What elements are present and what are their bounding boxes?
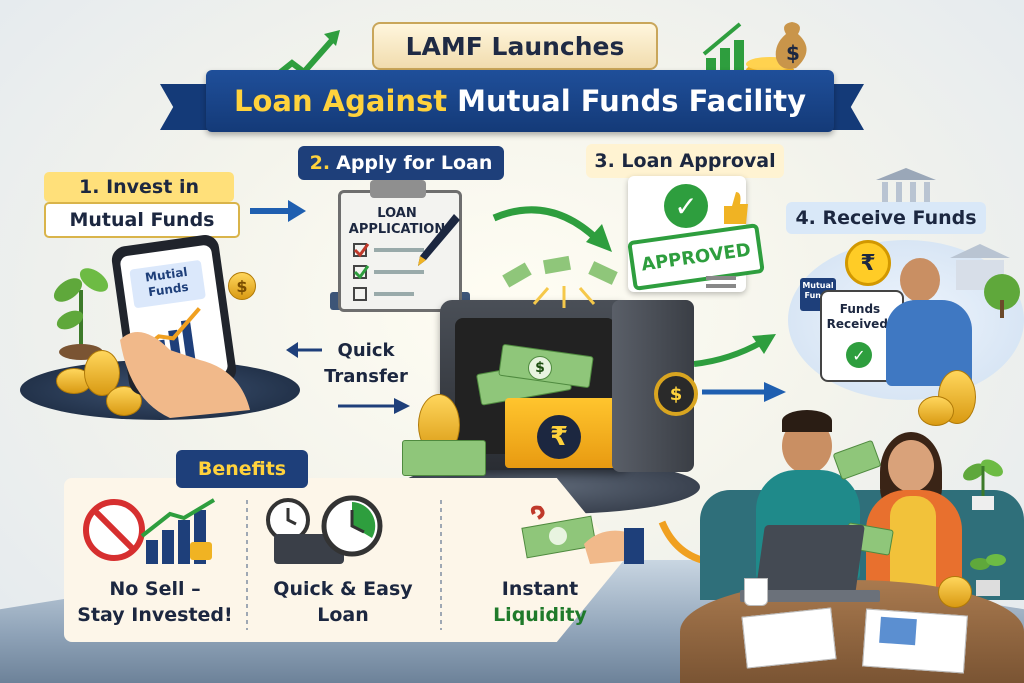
- benefit-1-line2: Stay Invested!: [77, 604, 233, 626]
- flying-cash-icon: [502, 255, 618, 308]
- rupee-icon: ₹: [537, 415, 581, 459]
- title-highlight: Loan Against: [233, 84, 448, 118]
- hand-holding-phone: [120, 332, 250, 418]
- clipboard-clip: [370, 180, 426, 198]
- cash-hand-icon: [521, 505, 644, 564]
- pen-icon: [418, 214, 460, 266]
- small-plant: [968, 546, 1008, 596]
- benefit-divider: [246, 500, 248, 630]
- title-top-label: LAMF Launches: [372, 22, 658, 70]
- coin-stack: [918, 396, 954, 426]
- card-line: [706, 284, 736, 288]
- step1-label-line1: 1. Invest in: [44, 172, 234, 202]
- man-hair: [782, 410, 832, 432]
- step1-label-line2: Mutual Funds: [44, 202, 240, 238]
- step4-label: 4. Receive Funds: [786, 202, 986, 234]
- step2-label: 2. Apply for Loan: [298, 146, 504, 180]
- green-curved-arrow-icon: [492, 206, 612, 252]
- step2-text: Apply for Loan: [336, 152, 493, 174]
- blue-arrow-right-icon: [702, 382, 786, 402]
- document-chart: [879, 616, 917, 646]
- house-plant-icon: [963, 459, 1003, 510]
- woman-face: [888, 440, 934, 492]
- thumbs-up-icon: [724, 192, 748, 224]
- money-bag-coins-icon: $: [702, 22, 807, 77]
- benefit-2-line1: Quick & Easy: [273, 578, 413, 600]
- card-line: [706, 276, 736, 280]
- plant-icon: [53, 268, 109, 360]
- benefits-tag: Benefits: [176, 450, 308, 488]
- cash-bundle: [402, 440, 486, 476]
- step2-number: 2.: [309, 152, 331, 174]
- main-title-banner: Loan Against Mutual Funds Facility: [206, 70, 834, 132]
- approval-check-icon: ✓: [664, 184, 708, 228]
- arrow-left-icon: [286, 342, 322, 358]
- quick-transfer-label: Quick Transfer: [324, 340, 408, 387]
- arrow-right-icon: [250, 200, 306, 222]
- cash-dollar-icon: $: [528, 356, 552, 380]
- clock-calculator-icon: [266, 495, 383, 564]
- cash-fan: [832, 439, 882, 481]
- rupee-coin-icon: ₹: [845, 240, 891, 286]
- funds-received-text: Funds Received!: [826, 302, 894, 331]
- loan-application-text: LOAN APPLICATION: [348, 206, 446, 237]
- coin-stack: [938, 576, 972, 608]
- document-sheet: [741, 607, 837, 669]
- dollar-coin-icon: $: [228, 272, 256, 300]
- laptop: [755, 525, 865, 595]
- benefit-2-line2: Loan: [317, 604, 369, 626]
- laptop-base: [740, 590, 880, 602]
- benefit-1-line1: No Sell –: [109, 578, 201, 600]
- man-head: [900, 258, 940, 302]
- coffee-cup-icon: [744, 578, 768, 606]
- green-arrow-to-receive-icon: [693, 334, 776, 367]
- title-rest: Mutual Funds Facility: [457, 84, 807, 118]
- benefit-3-line1: Instant: [501, 578, 579, 600]
- bank-tree-icon: [950, 244, 1020, 318]
- benefit-divider: [440, 500, 442, 630]
- benefit-3-line2: Liquidity: [493, 604, 587, 626]
- woman-top: [890, 496, 936, 590]
- svg-text:$: $: [786, 41, 800, 65]
- step3-label: 3. Loan Approval: [586, 144, 784, 178]
- safe-dial-icon: $: [654, 372, 698, 416]
- benefits-tag-text: Benefits: [197, 458, 287, 480]
- checklist-icon: [353, 243, 424, 301]
- received-check-icon: ✓: [846, 342, 872, 368]
- arrow-right-icon: [338, 398, 410, 414]
- no-sell-chart-icon: [83, 498, 216, 564]
